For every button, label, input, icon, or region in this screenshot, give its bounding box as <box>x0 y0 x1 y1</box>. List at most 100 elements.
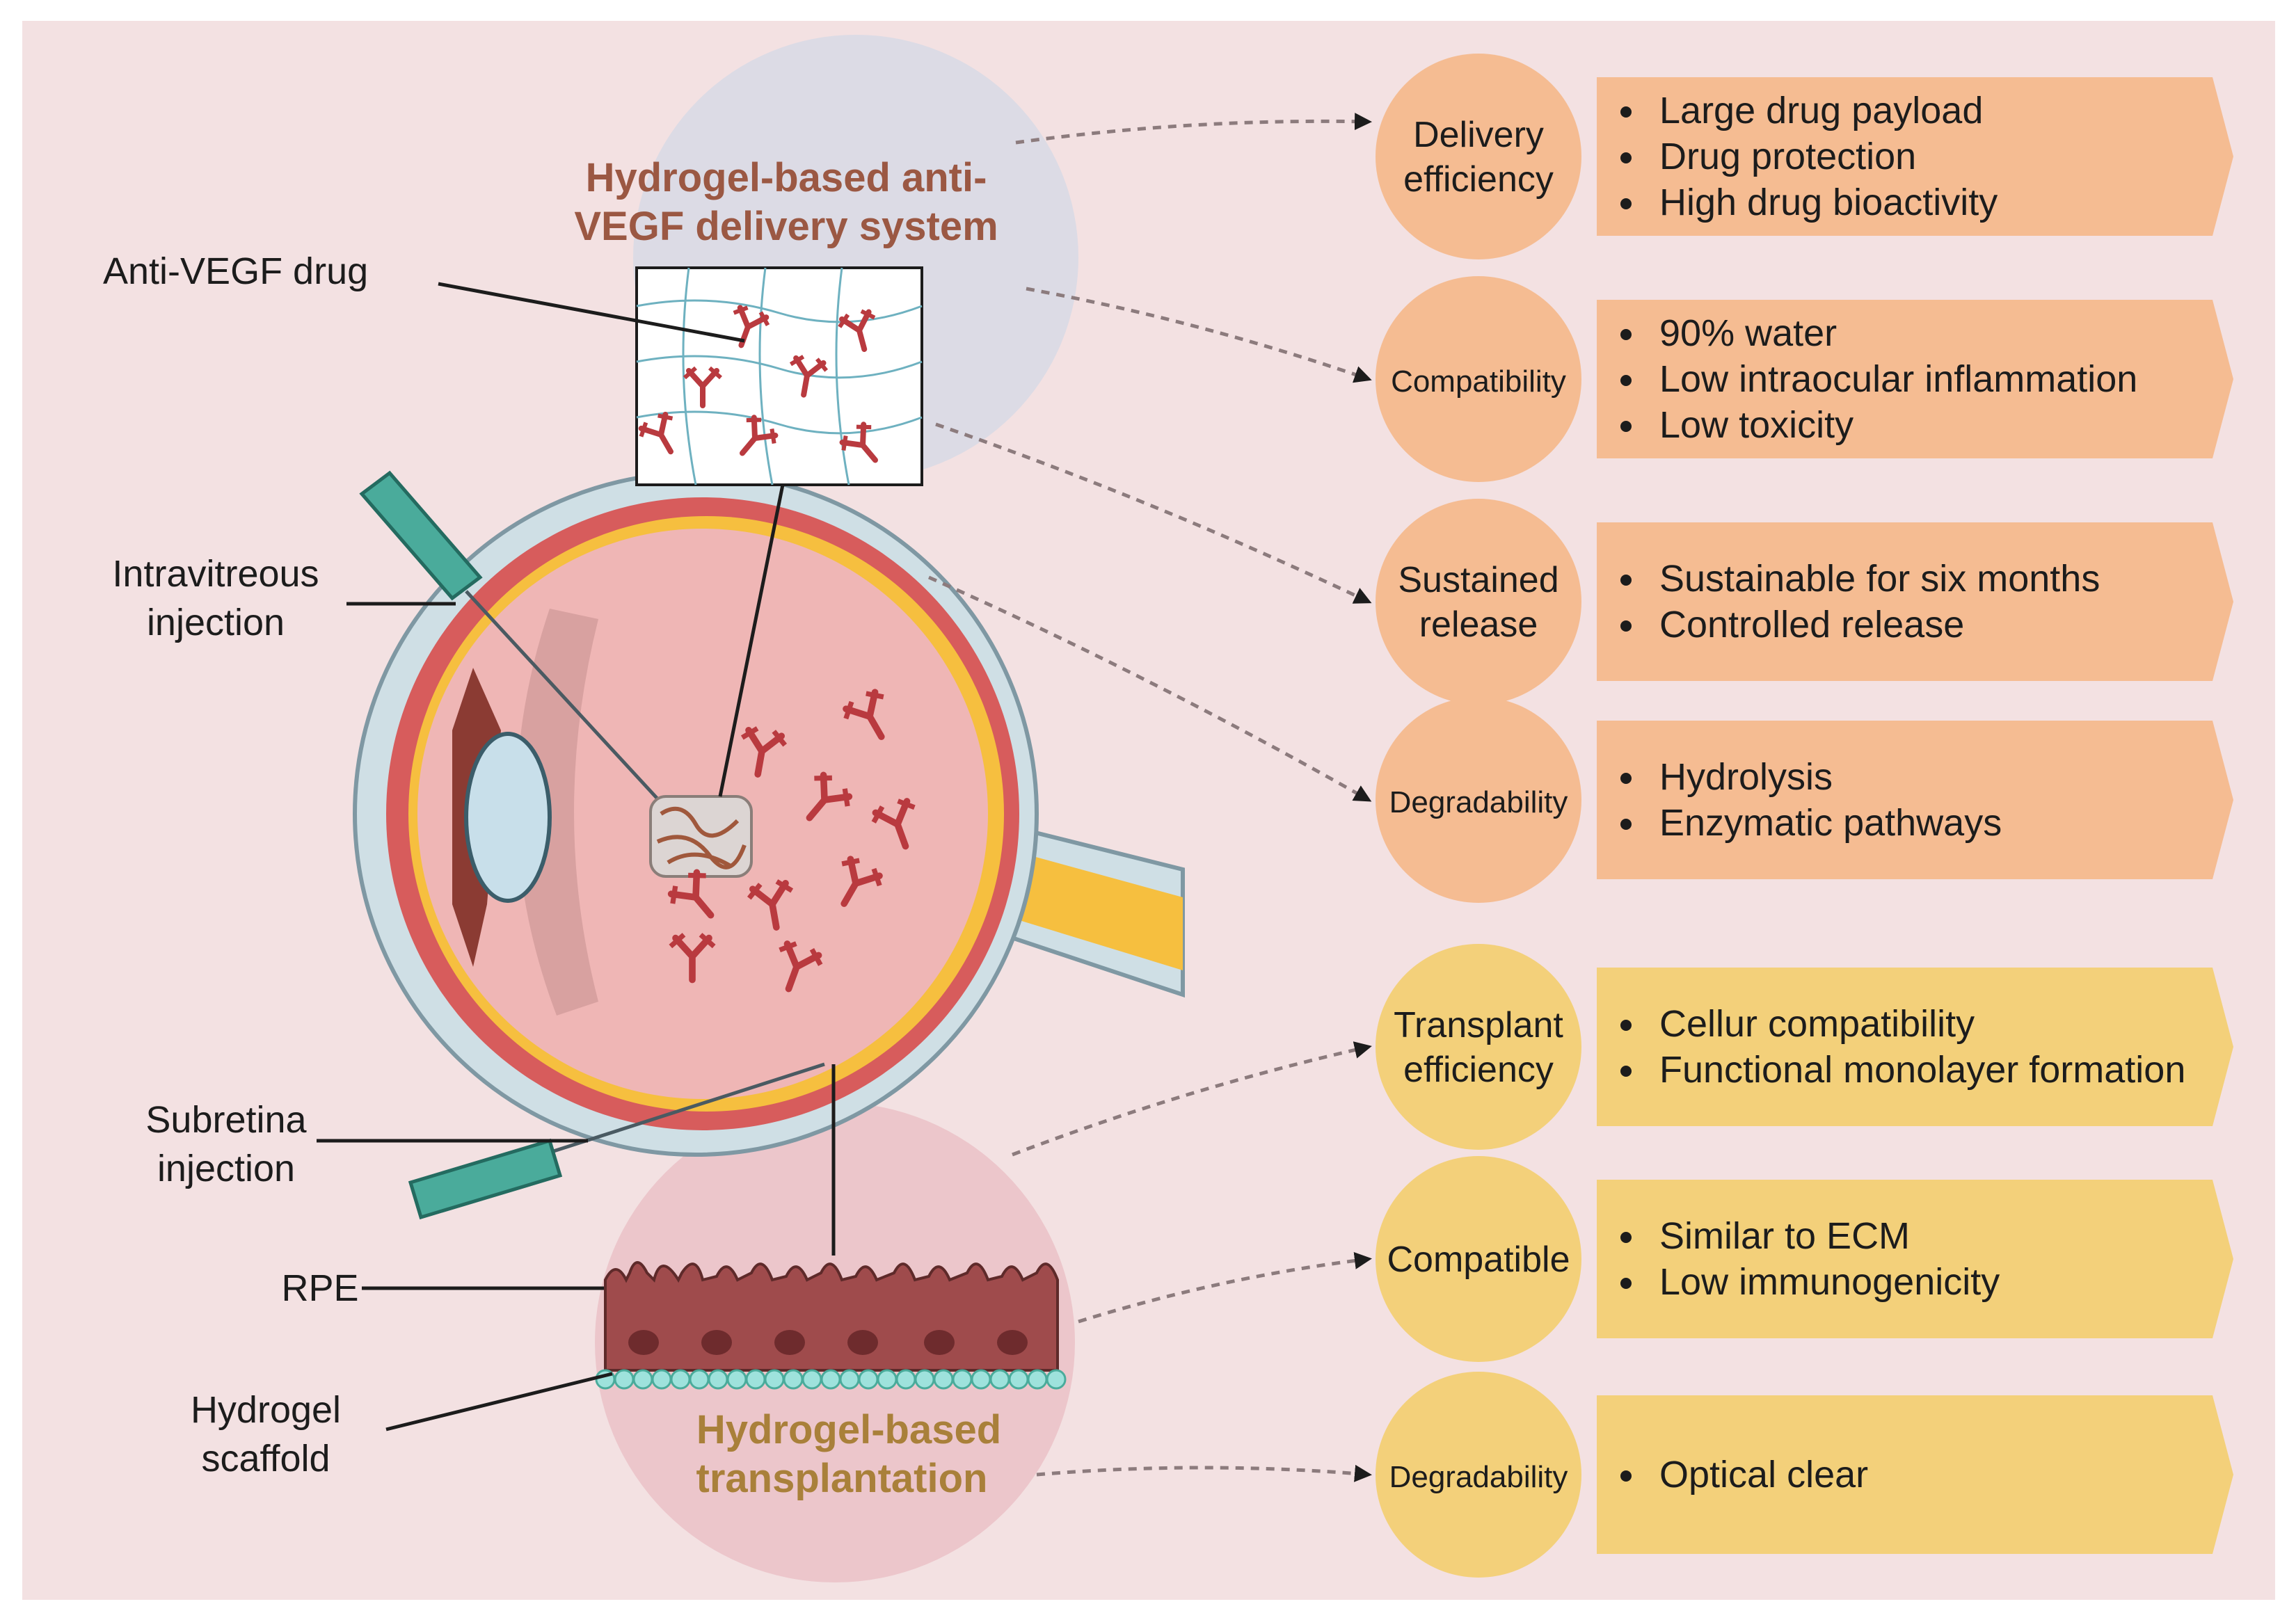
scaffold-bead <box>914 1369 935 1390</box>
property-bullet: High drug bioactivity <box>1659 182 1998 223</box>
property-circle <box>1376 944 1581 1150</box>
property-bullet: Optical clear <box>1659 1454 1868 1495</box>
delivery-system-title: Hydrogel-based anti- VEGF delivery syste… <box>574 155 998 249</box>
property-label: Transplant <box>1394 1005 1563 1045</box>
property-bullet: Functional monolayer formation <box>1659 1049 2185 1091</box>
property-bullet: Low immunogenicity <box>1659 1261 2000 1303</box>
dashed-arrow <box>1026 287 1372 383</box>
property-banner <box>1597 77 2233 236</box>
bullet-dot <box>1620 1020 1632 1031</box>
property-bullet: Low intraocular inflammation <box>1659 358 2137 400</box>
antibody-icon <box>740 415 779 456</box>
scaffold-bead <box>670 1369 691 1390</box>
eye-antibodies <box>667 689 916 993</box>
scaffold-label-line1: Hydrogel <box>191 1389 341 1431</box>
scaffold-bead <box>764 1369 785 1390</box>
scaffold-bead <box>952 1369 973 1390</box>
antibody-icon <box>789 355 829 398</box>
property-circle <box>1376 1156 1581 1362</box>
property-banner <box>1597 1395 2233 1554</box>
antibody-icon <box>747 879 794 931</box>
property-circle <box>1376 54 1581 259</box>
bullet-dot <box>1620 198 1632 209</box>
property-label: Degradability <box>1389 1460 1568 1494</box>
antibody-icon <box>806 771 853 821</box>
antibody-icon <box>871 798 916 850</box>
rpe-label: RPE <box>281 1267 358 1309</box>
bullet-dot <box>1620 421 1632 432</box>
property-bullet: Cellur compatibility <box>1659 1003 1975 1045</box>
antibody-icon <box>839 422 878 463</box>
scaffold-bead <box>632 1369 653 1390</box>
property-bullet: Drug protection <box>1659 136 1916 177</box>
bullet-dot <box>1620 819 1632 830</box>
bullet-dot <box>1620 1232 1632 1243</box>
scaffold-bead <box>614 1369 635 1390</box>
property-bullet: Enzymatic pathways <box>1659 802 2002 844</box>
rpe-nucleus <box>701 1330 732 1355</box>
antibody-icon <box>838 309 876 353</box>
bullet-dot <box>1620 106 1632 118</box>
property-label: Delivery <box>1413 115 1544 155</box>
scaffold-label-line2: scaffold <box>201 1438 330 1479</box>
property-label: Compatible <box>1387 1240 1570 1280</box>
bullet-dot <box>1620 152 1632 163</box>
bullet-dot <box>1620 329 1632 340</box>
property-bullet: Large drug payload <box>1659 90 1983 131</box>
property-bullet: Sustainable for six months <box>1659 558 2100 600</box>
property-label: efficiency <box>1403 1050 1554 1090</box>
property-label: release <box>1419 604 1538 645</box>
property-banner <box>1597 1180 2233 1338</box>
hydrogel-scaffold-beads <box>595 1369 1067 1390</box>
bullet-dot <box>1620 375 1632 386</box>
rpe-nucleus <box>847 1330 878 1355</box>
scaffold-bead <box>858 1369 879 1390</box>
dashed-arrow <box>1012 1041 1372 1157</box>
antibody-icon <box>843 689 885 740</box>
scaffold-bead <box>933 1369 954 1390</box>
subretina-label-line1: Subretina <box>145 1099 307 1141</box>
scaffold-bead <box>989 1369 1010 1390</box>
transplant-title-line2: transplantation <box>696 1456 988 1501</box>
scaffold-bead <box>839 1369 860 1390</box>
delivery-title-line1: Hydrogel-based anti- <box>586 155 987 200</box>
bullet-dot <box>1620 773 1632 784</box>
scaffold-bead <box>651 1369 672 1390</box>
transplant-title-line1: Hydrogel-based <box>696 1407 1001 1452</box>
hydrogel-implant-icon <box>649 795 753 878</box>
antibody-icon <box>840 856 883 907</box>
antibody-icon <box>638 411 673 455</box>
scaffold-bead <box>895 1369 916 1390</box>
property-circle <box>1376 1372 1581 1578</box>
property-banner <box>1597 522 2233 681</box>
intravitreous-syringe-icon <box>359 470 673 815</box>
property-label: efficiency <box>1403 159 1554 200</box>
property-bullet: 90% water <box>1659 312 1837 354</box>
dashed-connectors <box>927 113 1372 1482</box>
property-row: Transplant efficiency Cellur compatibility… <box>1376 944 2233 1150</box>
antibody-icon <box>683 366 722 408</box>
scaffold-bead <box>971 1369 991 1390</box>
property-banner <box>1597 721 2233 879</box>
scaffold-bead <box>745 1369 766 1390</box>
property-bullet: Hydrolysis <box>1659 756 1833 798</box>
bullet-dot <box>1620 1470 1632 1482</box>
transplantation-title: Hydrogel-based transplantation <box>696 1407 1002 1501</box>
antibody-icon <box>740 726 788 778</box>
antibody-icon <box>669 933 716 984</box>
bullet-dot <box>1620 620 1632 632</box>
delivery-title-line2: VEGF delivery system <box>574 204 998 249</box>
property-banner <box>1597 968 2233 1126</box>
subretina-syringe-icon <box>408 1062 825 1220</box>
property-label: Sustained <box>1398 560 1558 600</box>
rpe-cell-layer <box>604 1261 1059 1372</box>
property-banner <box>1597 300 2233 458</box>
property-bullet: Similar to ECM <box>1659 1215 1910 1257</box>
